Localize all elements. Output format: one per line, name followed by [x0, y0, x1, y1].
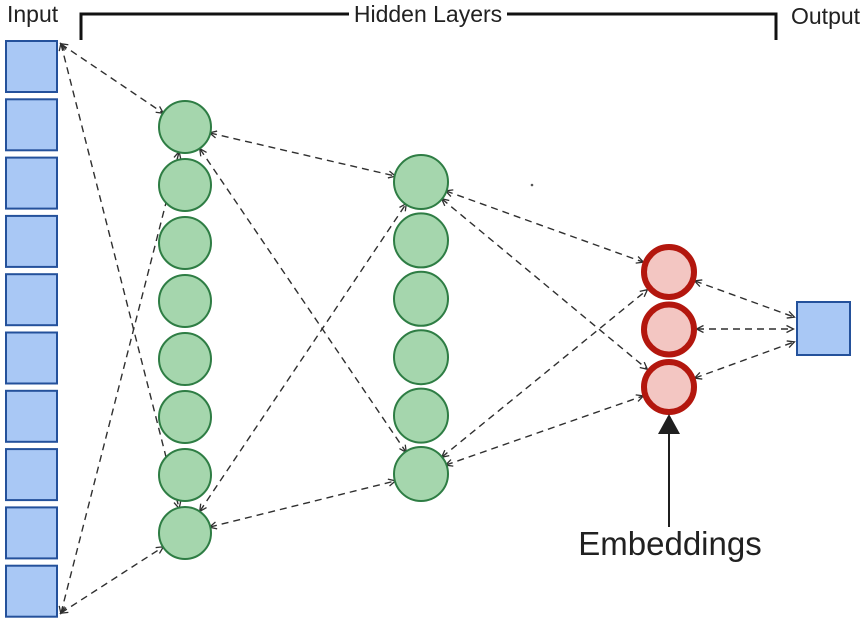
connection-line: [198, 147, 408, 454]
output-node: [796, 301, 851, 356]
hidden2-node: [393, 329, 449, 386]
hidden2-node: [393, 154, 449, 210]
hidden2-node: [393, 387, 449, 444]
connection-line: [693, 340, 796, 380]
connection-edges: [58, 42, 796, 615]
hidden2-node: [393, 270, 449, 327]
input-node: [5, 214, 58, 268]
hidden1-node: [158, 100, 212, 154]
embedding-node: [641, 301, 697, 358]
input-node: [5, 273, 58, 327]
input-layer-label: Input: [7, 1, 59, 27]
hidden1-node: [158, 506, 212, 560]
hidden-layer-2: [393, 154, 449, 502]
connection-line: [208, 478, 397, 530]
hidden1-node: [158, 274, 212, 328]
output-layer-label: Output: [791, 3, 861, 29]
connection-line: [444, 394, 645, 467]
input-node: [5, 40, 58, 93]
node-layers: [5, 40, 851, 618]
input-node: [5, 506, 58, 560]
input-node: [5, 331, 58, 385]
connection-line: [440, 197, 649, 371]
hidden1-node: [158, 448, 212, 502]
input-node: [5, 389, 58, 443]
input-node: [5, 98, 58, 152]
connection-line: [444, 189, 645, 264]
connection-line: [59, 545, 165, 615]
connection-line: [58, 150, 182, 615]
pointer-arrowhead-icon: [658, 414, 680, 434]
embedding-layer: [641, 244, 697, 415]
connection-line: [198, 202, 408, 513]
connection-line: [693, 279, 796, 319]
connection-line: [58, 42, 182, 510]
hidden-layer-1: [158, 100, 212, 560]
hidden1-node: [158, 158, 212, 212]
input-node: [5, 156, 58, 210]
input-node: [5, 564, 58, 618]
hidden1-node: [158, 216, 212, 270]
hidden2-node: [393, 446, 449, 502]
embeddings-pointer-arrow: [658, 414, 680, 527]
connection-line: [208, 130, 397, 179]
connection-line: [440, 288, 649, 459]
hidden1-node: [158, 390, 212, 444]
hidden2-node: [393, 212, 449, 269]
hidden1-node: [158, 332, 212, 386]
stray-mark: [530, 183, 534, 187]
embeddings-label: Embeddings: [578, 525, 762, 562]
embedding-node: [641, 359, 697, 415]
output-layer: [796, 301, 851, 356]
embedding-node: [641, 244, 697, 300]
input-layer: [5, 40, 58, 618]
hidden-layers-label: Hidden Layers: [349, 1, 507, 28]
input-node: [5, 448, 58, 502]
